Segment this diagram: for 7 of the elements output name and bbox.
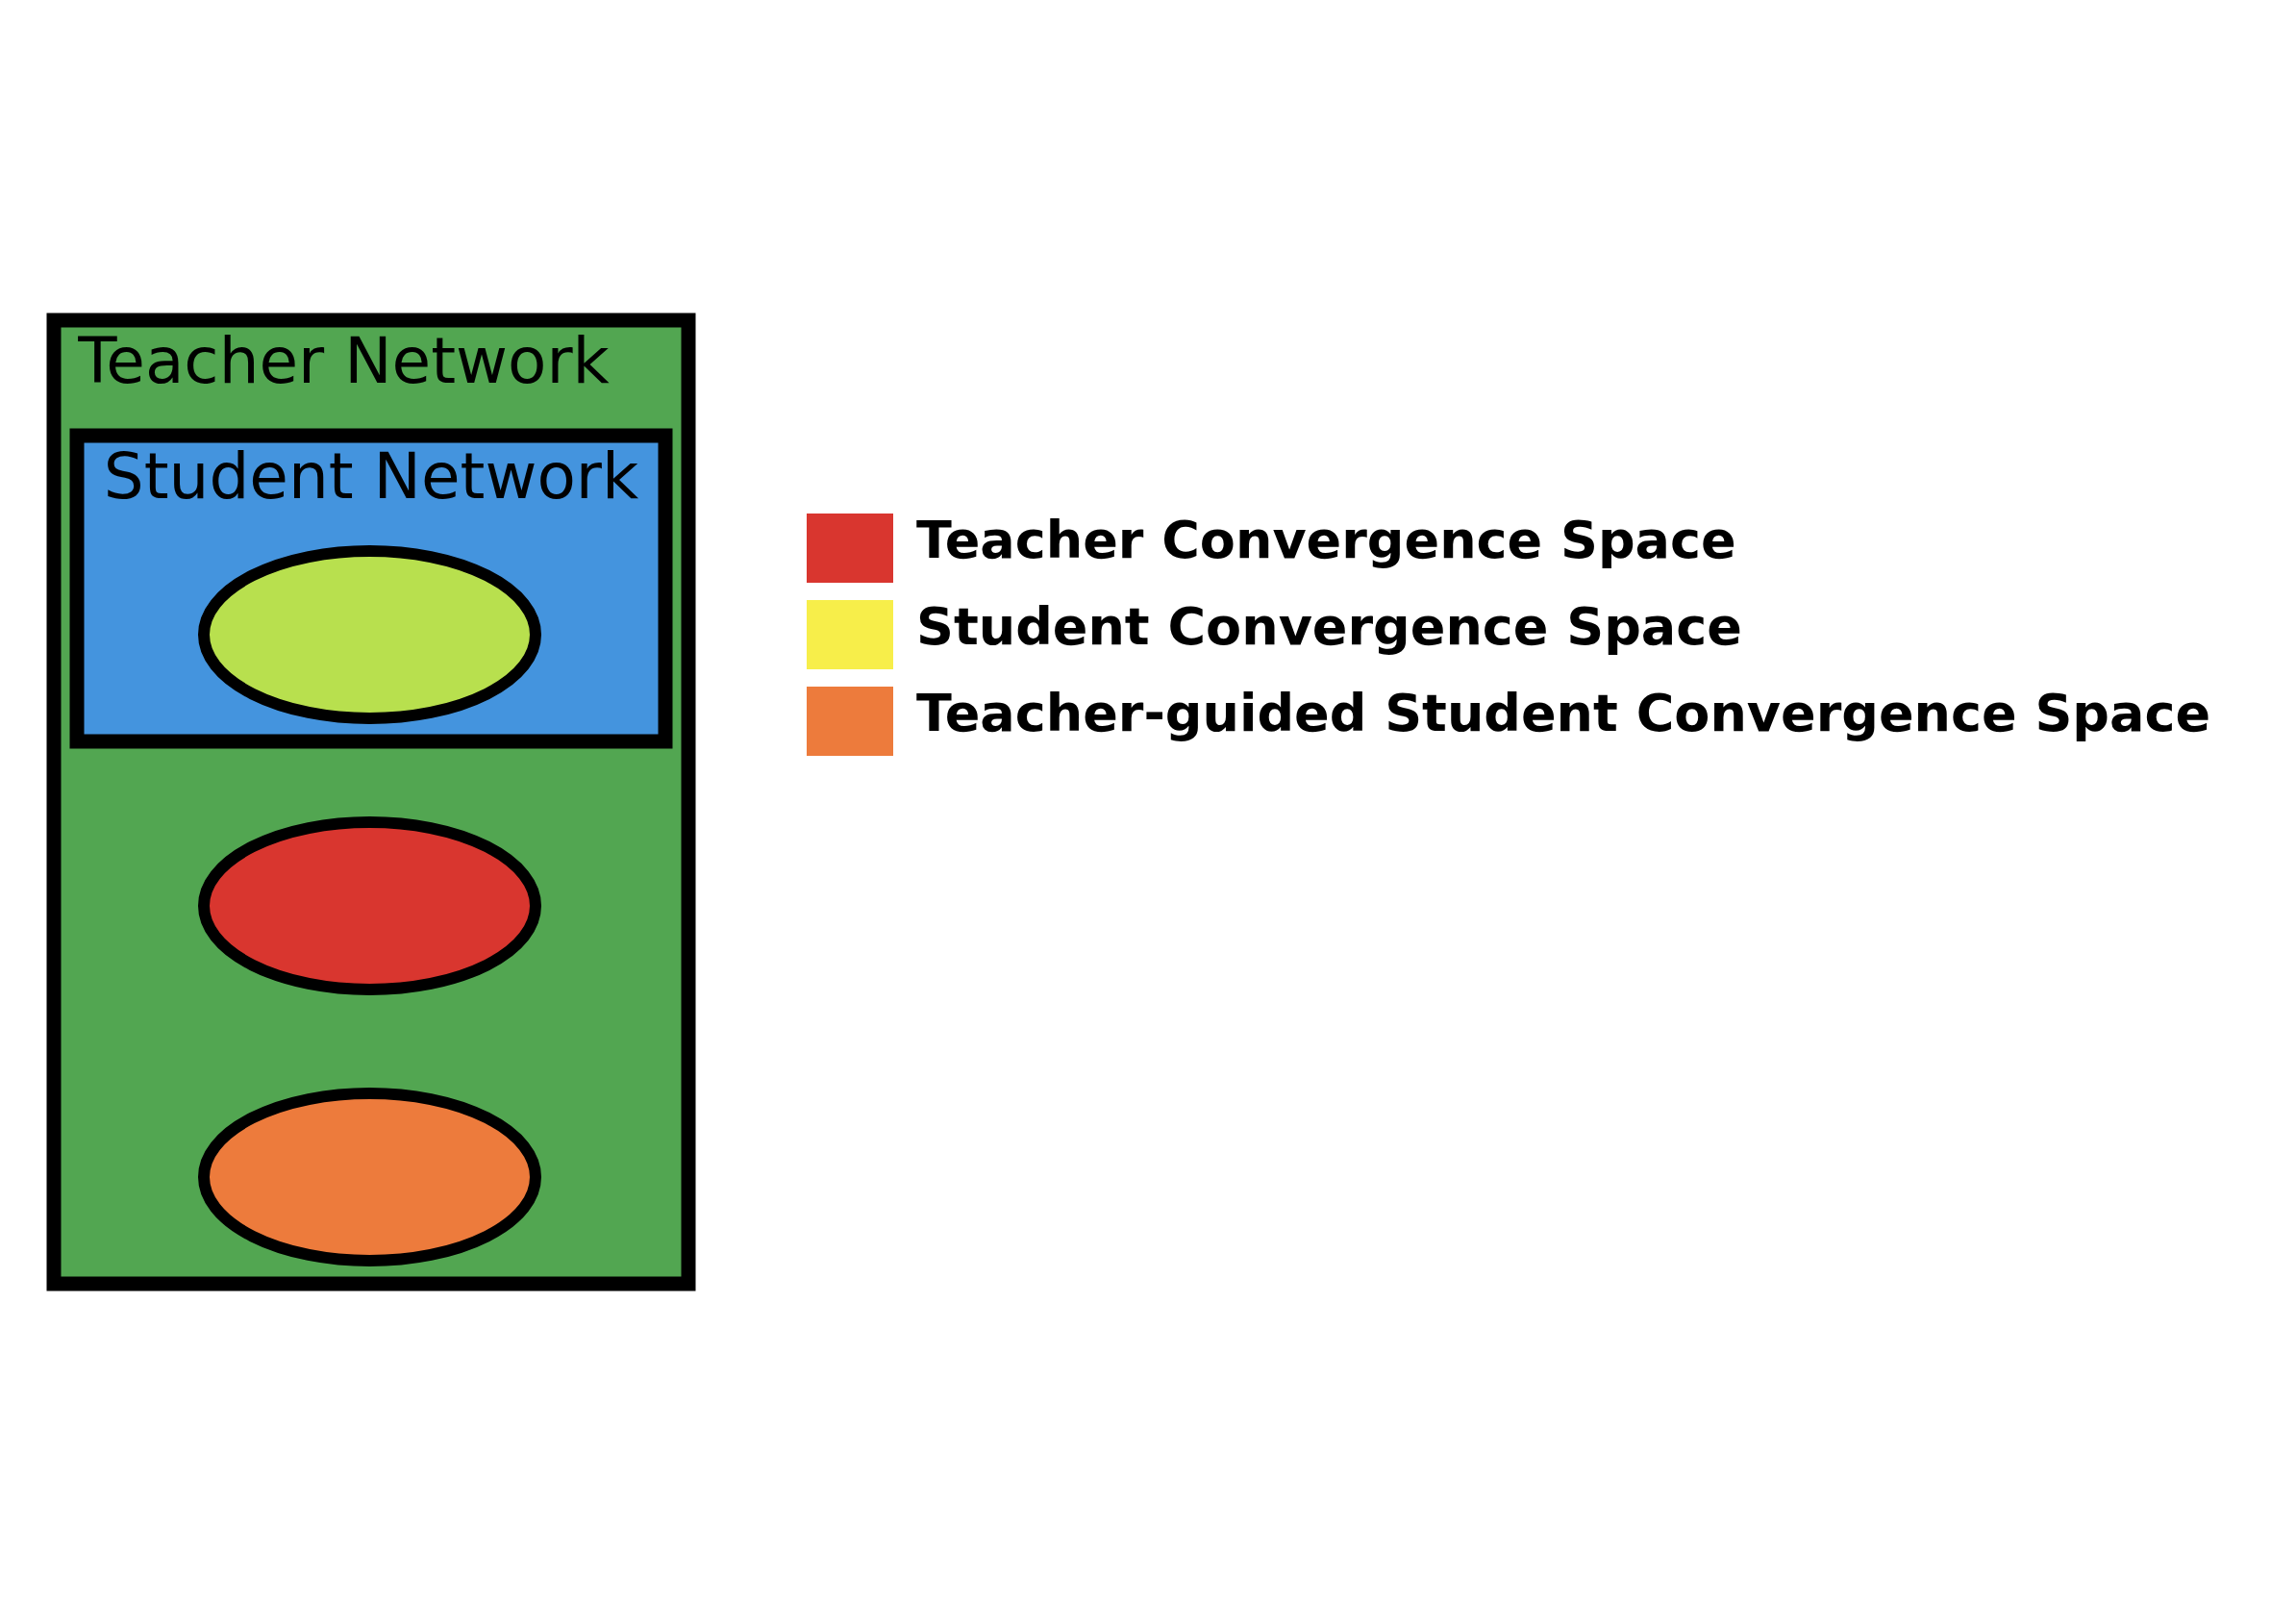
legend-label: Teacher-guided Student Convergence Space	[915, 683, 2210, 744]
node-ellipse	[197, 545, 541, 724]
legend-label: Student Convergence Space	[915, 596, 1742, 658]
legend-label: Teacher Convergence Space	[915, 510, 1736, 571]
node-ellipse	[197, 816, 541, 995]
node-ellipse	[197, 1088, 541, 1266]
cluster: Student Network	[69, 428, 672, 749]
